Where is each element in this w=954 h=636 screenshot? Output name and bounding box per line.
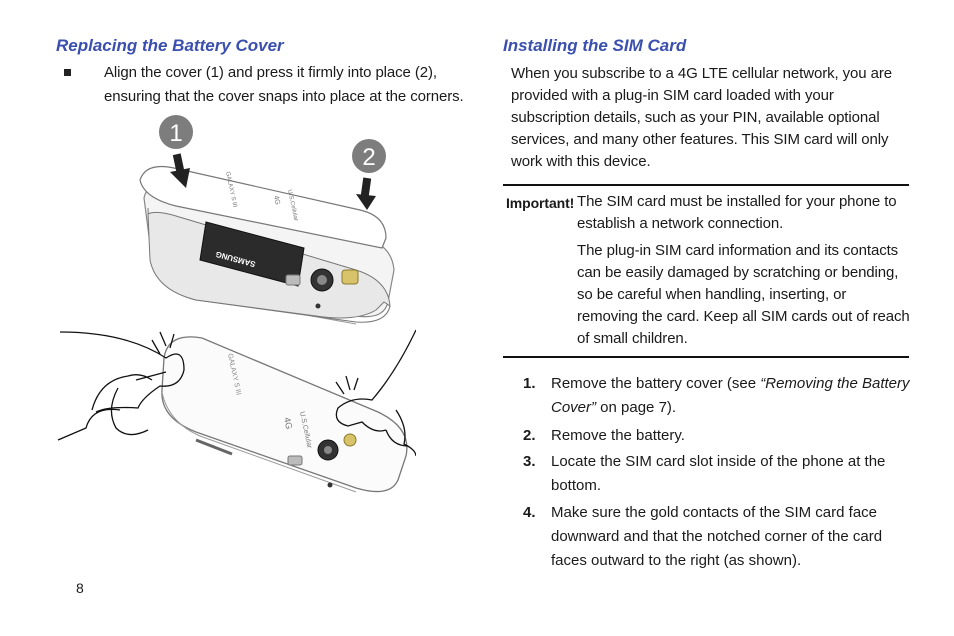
step-1-text: Remove the battery cover (see “Removing … [551, 375, 910, 416]
step-number: 2. [523, 427, 536, 444]
page-number: 8 [76, 580, 84, 596]
intro-line: services, and many other features. This … [511, 131, 889, 148]
bullet-line-1: Align the cover (1) and press it firmly … [104, 64, 437, 81]
bullet-text: Align the cover (1) and press it firmly … [104, 61, 464, 109]
important-line: so be careful when handling, inserting, … [577, 286, 847, 303]
section-heading-installing-sim: Installing the SIM Card [503, 36, 687, 55]
important-bottom-rule [503, 356, 909, 358]
important-top-rule [503, 184, 909, 186]
bullet-line-2: ensuring that the cover snaps into place… [104, 88, 464, 105]
phone-open-back: SAMSUNG [143, 182, 395, 325]
intro-line: subscription details, such as your PIN, … [511, 109, 880, 126]
cross-reference-link[interactable]: “Removing the Battery [760, 375, 910, 392]
step-2-text: Remove the battery. [551, 427, 685, 444]
arrow-down-icon [170, 153, 190, 188]
speaker-grille [285, 274, 301, 286]
callout-2: 2 [352, 139, 386, 173]
important-line: of small children. [577, 330, 688, 347]
intro-line: provided with a plug-in SIM card loaded … [511, 87, 834, 104]
bullet-marker [64, 69, 71, 76]
section-heading-replacing-cover: Replacing the Battery Cover [56, 36, 284, 55]
step-number: 1. [523, 375, 536, 392]
important-line: establish a network connection. [577, 215, 784, 232]
cover-network-label-top: 4G [272, 195, 281, 206]
phone-closed-back: GALAXY S III 4G U.S.Cellular [161, 336, 408, 493]
important-line: The plug-in SIM card information and its… [577, 242, 899, 259]
step-4-text: Make sure the gold contacts of the SIM c… [551, 504, 883, 569]
callout-2-label: 2 [362, 144, 375, 171]
cover-network-label-bottom: 4G [282, 416, 294, 430]
arrow-down-icon [356, 177, 376, 210]
intro-line: work with this device. [511, 153, 651, 170]
step-number: 3. [523, 453, 536, 470]
important-label: Important! [506, 195, 575, 211]
callout-1: 1 [159, 115, 193, 149]
phone-cover-illustration: SAMSUNG GALAXY S III 4G U.S.Cellular 1 2… [57, 115, 416, 493]
battery: SAMSUNG [199, 221, 305, 287]
hands-illustration [57, 329, 416, 457]
important-paragraph-2: The plug-in SIM card information and its… [577, 240, 910, 350]
step-3-text: Locate the SIM card slot inside of the p… [551, 453, 886, 494]
sim-gold-contacts [341, 269, 359, 285]
battery-cover-lifted: GALAXY S III 4G U.S.Cellular [139, 165, 387, 249]
callout-1-label: 1 [169, 120, 182, 147]
step-number: 4. [523, 504, 536, 521]
important-line: can be easily damaged by scratching or b… [577, 264, 899, 281]
important-line: The SIM card must be installed for your … [577, 193, 897, 210]
intro-paragraph: When you subscribe to a 4G LTE cellular … [511, 63, 892, 173]
intro-line: When you subscribe to a 4G LTE cellular … [511, 65, 892, 82]
important-paragraph-1: The SIM card must be installed for your … [577, 191, 897, 235]
important-line: removing the card. Keep all SIM cards ou… [577, 308, 910, 325]
cross-reference-link[interactable]: Cover” [551, 399, 597, 416]
